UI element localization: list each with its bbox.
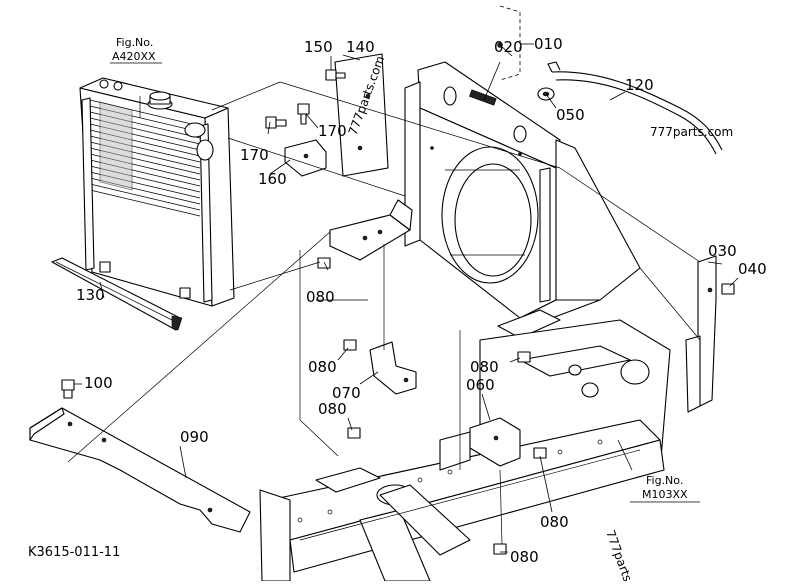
diagram-code: K3615-011-11 [28,545,120,560]
callout-080-e: 080 [540,513,569,531]
callout-020: 020 [494,38,523,56]
upper-bracket [329,199,413,261]
callout-080-b: 080 [308,358,337,376]
fig-ref-b-number: M103XX [642,488,688,501]
callout-120: 120 [625,76,654,94]
callout-080-a: 080 [306,288,335,306]
fan-shroud-drawing [404,42,641,339]
leader-lines [67,5,739,553]
frame-drawing [259,319,671,582]
callout-130: 130 [76,286,105,304]
radiator-drawing [79,77,235,307]
callout-labels: 010 020 030 040 050 060 070 080 080 080 … [76,35,767,566]
fig-ref-a-number: A420XX [112,50,156,63]
part-170-bolts [265,103,310,129]
watermark-3: 777parts [603,528,635,581]
part-120-hose [547,61,723,155]
callout-060: 060 [466,376,495,394]
callout-170-a: 170 [240,146,269,164]
part-070-bracket [369,341,417,395]
callout-150: 150 [304,38,333,56]
callout-040: 040 [738,260,767,278]
callout-100: 100 [84,374,113,392]
callout-050: 050 [556,106,585,124]
callout-080-f: 080 [510,548,539,566]
callout-160: 160 [258,170,287,188]
part-060-bracket [469,417,521,467]
figure-references: Fig.No. A420XX Fig.No. M103XX [110,36,700,503]
watermark-1: 777parts.com [650,125,733,139]
part-040-bolt [721,283,735,295]
part-140-cover [334,53,389,177]
callout-080-d: 080 [470,358,499,376]
part-030-bracket [685,255,717,413]
part-100-bolt [61,379,75,399]
callout-170-b: 170 [318,122,347,140]
callout-010: 010 [534,35,563,53]
part-080-bolts [317,257,547,555]
fig-ref-a-prefix: Fig.No. [116,36,153,49]
part-090-cover [29,407,251,533]
part-160-bracket [284,139,327,177]
callout-140: 140 [346,38,375,56]
callout-030: 030 [708,242,737,260]
callout-080-c: 080 [318,400,347,418]
part-130-strip [51,257,183,331]
callout-070: 070 [332,384,361,402]
callout-090: 090 [180,428,209,446]
fig-ref-b-prefix: Fig.No. [646,474,683,487]
